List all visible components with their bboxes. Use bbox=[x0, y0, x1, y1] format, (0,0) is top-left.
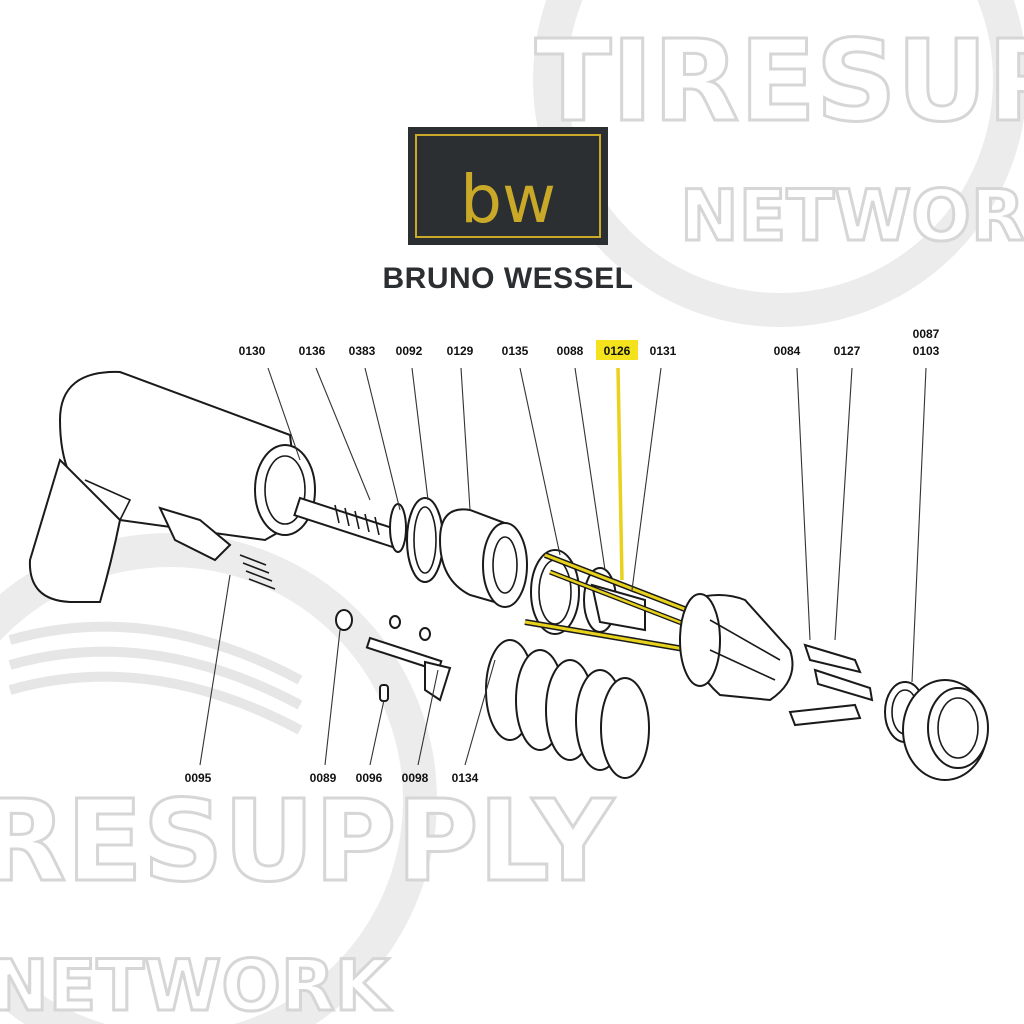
front-cage bbox=[679, 593, 794, 702]
part-0089 bbox=[335, 609, 353, 631]
drive-shaft bbox=[293, 496, 406, 551]
part-0095 bbox=[239, 554, 276, 590]
watermark-ring-bottom bbox=[0, 533, 437, 1024]
logo-box bbox=[408, 127, 608, 245]
callout-0135: 0135 bbox=[502, 344, 529, 358]
watermark-line-3: RESUPPLY bbox=[0, 777, 615, 907]
callout-0126: 0126 bbox=[604, 344, 631, 358]
callout-0084: 0084 bbox=[774, 344, 801, 358]
callout-0092: 0092 bbox=[396, 344, 423, 358]
callout-0089: 0089 bbox=[310, 771, 337, 785]
callout-0136: 0136 bbox=[299, 344, 326, 358]
callout-0383: 0383 bbox=[349, 344, 376, 358]
part-0131 bbox=[590, 583, 646, 632]
callout-0127: 0127 bbox=[834, 344, 861, 358]
part-0084-0127-jaws bbox=[788, 643, 874, 727]
part-0126-pins bbox=[524, 552, 706, 653]
watermark-line-2: NETWORK bbox=[680, 175, 1024, 257]
callout-0129: 0129 bbox=[447, 344, 474, 358]
callout-0096: 0096 bbox=[356, 771, 383, 785]
watermark-line-4: NETWORK bbox=[0, 945, 392, 1024]
part-0134-spring bbox=[485, 639, 650, 779]
callout-0131: 0131 bbox=[650, 344, 677, 358]
part-0096 bbox=[379, 684, 389, 702]
part-0098 bbox=[365, 615, 452, 702]
callout-0095: 0095 bbox=[185, 771, 212, 785]
part-0103 bbox=[902, 679, 989, 781]
callout-0130: 0130 bbox=[239, 344, 266, 358]
part-0129 bbox=[438, 508, 528, 608]
callout-0088: 0088 bbox=[557, 344, 584, 358]
logo-frame bbox=[415, 134, 601, 238]
leader-lines bbox=[199, 367, 927, 766]
callout-0103: 0103 bbox=[913, 344, 940, 358]
part-0092 bbox=[406, 497, 444, 583]
highlight-badge bbox=[596, 340, 638, 360]
callout-0098: 0098 bbox=[402, 771, 429, 785]
part-0383 bbox=[389, 503, 407, 553]
watermark-tread bbox=[8, 621, 303, 735]
highlight-leader-0126 bbox=[616, 367, 624, 581]
brand-name: BRUNO WESSEL bbox=[382, 262, 633, 295]
logo-mark-text: bw bbox=[460, 161, 556, 238]
watermark-line-1: TIRESUPPLY bbox=[535, 17, 1024, 147]
watermark-ring-top bbox=[533, 0, 1024, 327]
callout-0087: 0087 bbox=[913, 327, 940, 341]
callout-0134: 0134 bbox=[452, 771, 479, 785]
brand-logo: bw bbox=[408, 127, 608, 245]
